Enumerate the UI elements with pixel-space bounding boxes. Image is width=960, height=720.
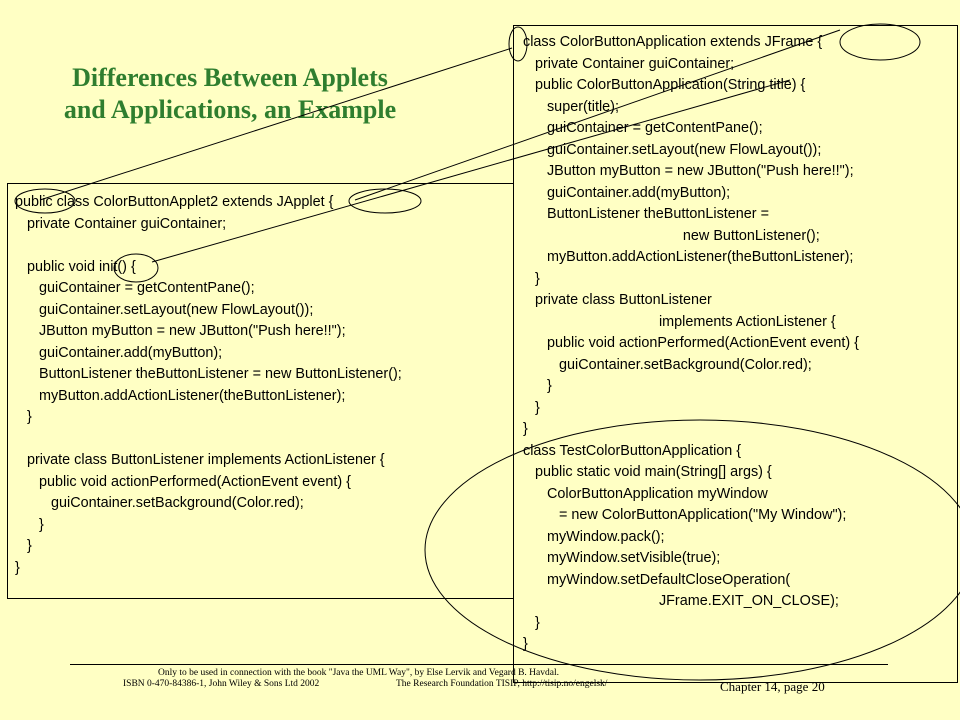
code-line: private Container guiContainer;: [523, 55, 735, 72]
code-line: guiContainer.add(myButton);: [15, 344, 223, 361]
code-line: public void actionPerformed(ActionEvent …: [15, 473, 351, 490]
code-line: public void init() {: [15, 258, 136, 275]
code-line: }: [523, 636, 528, 652]
code-line: super(title);: [523, 98, 619, 115]
code-line: }: [15, 516, 44, 533]
code-line: }: [523, 614, 540, 631]
code-line: guiContainer.setLayout(new FlowLayout())…: [15, 301, 314, 318]
code-line: }: [15, 559, 20, 576]
code-line: myButton.addActionListener(theButtonList…: [523, 249, 854, 265]
applet-code-box: public class ColorButtonApplet2 extends …: [7, 183, 514, 599]
code-line: ButtonListener theButtonListener = new B…: [15, 366, 402, 382]
code-line: guiContainer.setBackground(Color.red);: [523, 356, 812, 373]
slide-title-line-1: Differences Between Applets: [72, 63, 388, 92]
code-line: myWindow.pack();: [523, 528, 665, 545]
code-line: public void actionPerformed(ActionEvent …: [523, 335, 859, 351]
code-line: }: [15, 409, 32, 425]
code-line: myWindow.setDefaultCloseOperation(: [523, 571, 791, 588]
chapter-page-label: Chapter 14, page 20: [720, 679, 825, 694]
footer-copyright-line: Only to be used in connection with the b…: [158, 668, 559, 678]
code-line: myButton.addActionListener(theButtonList…: [15, 387, 346, 404]
code-line: myWindow.setVisible(true);: [523, 550, 721, 566]
code-line: implements ActionListener {: [523, 313, 836, 330]
code-line: guiContainer = getContentPane();: [15, 280, 255, 296]
footer-divider: [70, 664, 888, 665]
application-code-box: class ColorButtonApplication extends JFr…: [513, 25, 958, 683]
code-line: class TestColorButtonApplication {: [523, 442, 742, 459]
code-line: public static void main(String[] args) {: [523, 464, 772, 480]
code-line: JFrame.EXIT_ON_CLOSE);: [523, 593, 839, 609]
code-line: class ColorButtonApplication extends JFr…: [523, 34, 823, 50]
code-line: }: [523, 399, 540, 416]
code-line: }: [523, 378, 552, 394]
code-line: guiContainer.setBackground(Color.red);: [15, 495, 304, 511]
slide-title: Differences Between Applets and Applicat…: [10, 62, 450, 126]
code-line: private Container guiContainer;: [15, 215, 227, 232]
code-line: = new ColorButtonApplication("My Window"…: [523, 507, 847, 523]
code-line: new ButtonListener();: [523, 227, 820, 244]
code-line: guiContainer = getContentPane();: [523, 120, 763, 136]
code-line: ButtonListener theButtonListener =: [523, 206, 769, 222]
footer-isbn: ISBN 0-470-84386-1, John Wiley & Sons Lt…: [123, 679, 320, 689]
code-line: private class ButtonListener implements …: [15, 452, 385, 468]
code-line: JButton myButton = new JButton("Push her…: [15, 323, 346, 339]
code-line: }: [15, 538, 32, 554]
slide-title-line-2: and Applications, an Example: [63, 95, 397, 124]
code-line: private class ButtonListener: [523, 292, 712, 308]
code-line: public ColorButtonApplication(String tit…: [523, 77, 806, 93]
code-line: ColorButtonApplication myWindow: [523, 485, 768, 502]
footer-publisher: The Research Foundation TISIP, http://ti…: [396, 679, 608, 689]
code-line: guiContainer.setLayout(new FlowLayout())…: [523, 141, 822, 158]
code-line: JButton myButton = new JButton("Push her…: [523, 163, 854, 179]
code-line: public class ColorButtonApplet2 extends …: [15, 194, 334, 210]
code-line: guiContainer.add(myButton);: [523, 184, 731, 201]
code-line: }: [523, 421, 528, 437]
code-line: }: [523, 270, 540, 287]
